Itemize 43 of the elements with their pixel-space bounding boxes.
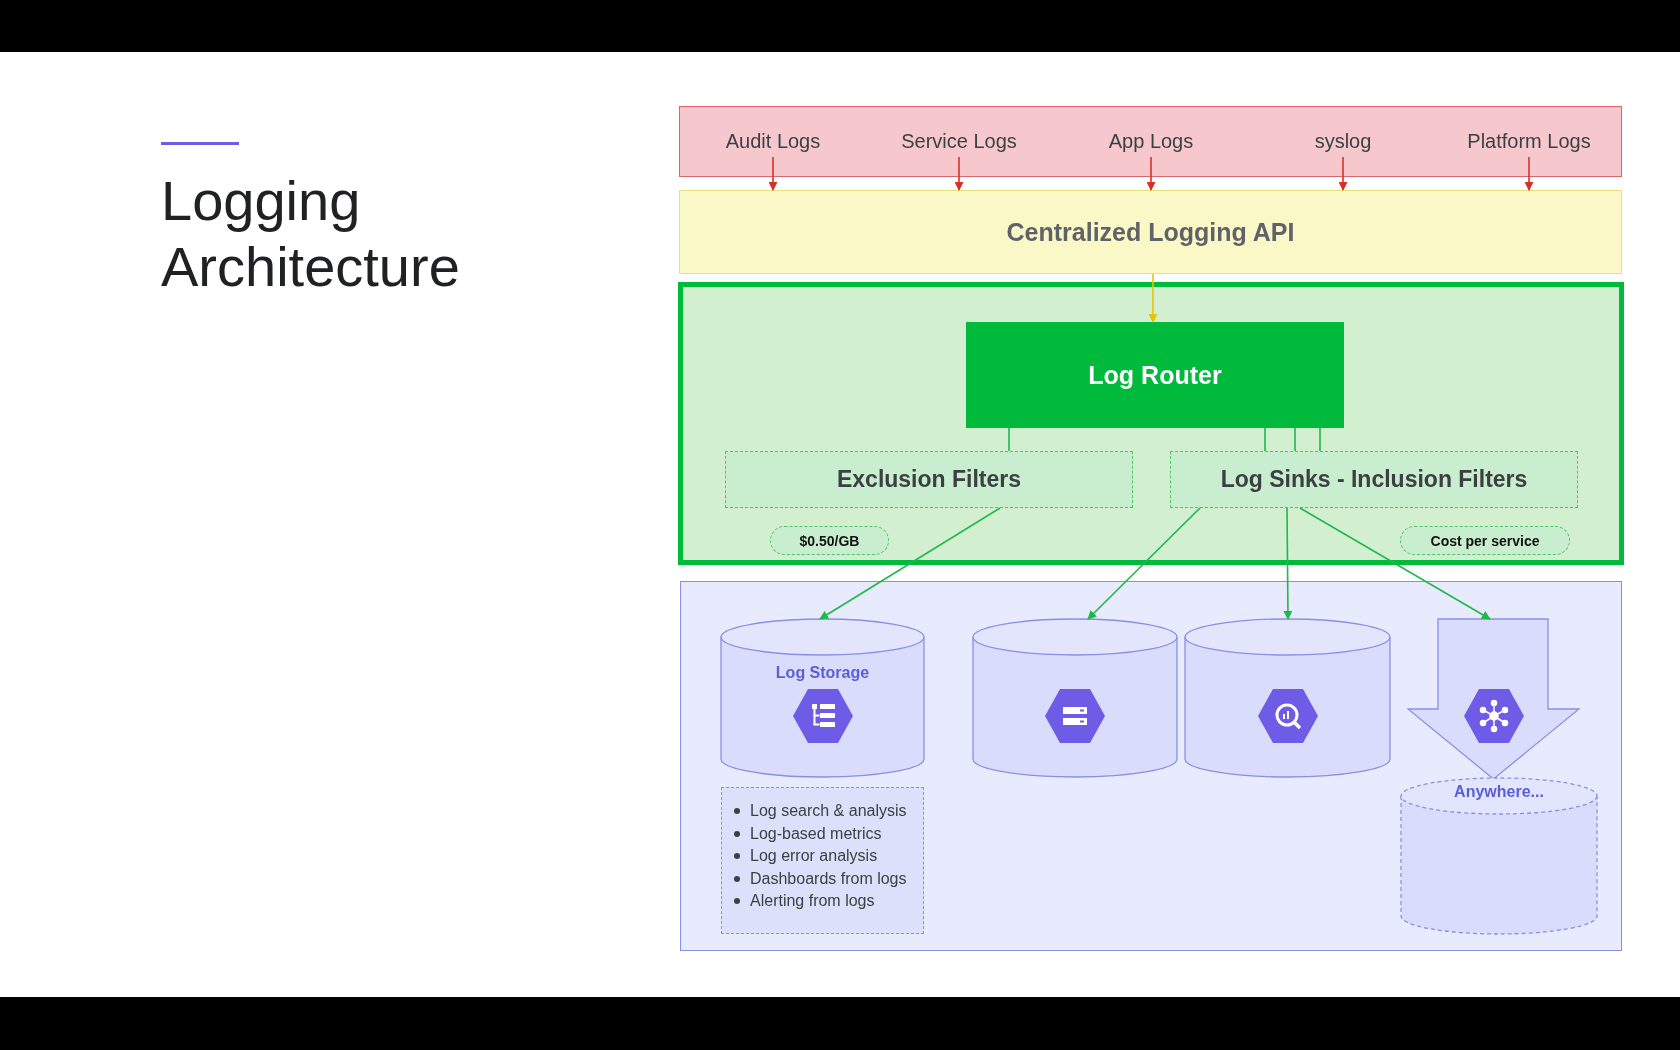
- source-label: syslog: [1258, 125, 1428, 157]
- source-label: Service Logs: [874, 125, 1044, 157]
- cost-label: $0.50/GB: [799, 532, 860, 549]
- filter-box: [725, 451, 1133, 508]
- arrow: [768, 156, 778, 191]
- cost-pill: [770, 526, 889, 555]
- connector-line: [1294, 427, 1296, 452]
- router-label: Log Router: [1088, 360, 1222, 390]
- source-band: [679, 106, 1622, 177]
- filter-label: Exclusion Filters: [836, 466, 1022, 493]
- arrow: [1299, 507, 1491, 620]
- list-item: Log-based metrics: [732, 822, 917, 845]
- destination-panel: [680, 581, 1622, 951]
- storage-label: Log Storage: [775, 664, 870, 682]
- arrow: [1283, 507, 1293, 620]
- connector-line: [1264, 427, 1266, 452]
- list-item: Alerting from logs: [732, 890, 917, 913]
- connector-line: [1319, 427, 1321, 452]
- router-box: [966, 322, 1344, 428]
- slide-title: Logging Architecture: [161, 168, 461, 300]
- arrow: [1524, 156, 1534, 191]
- source-label: Audit Logs: [688, 125, 858, 157]
- cost-label: Cost per service: [1430, 532, 1540, 549]
- api-box: [679, 190, 1622, 274]
- arrow: [954, 156, 964, 191]
- cost-pill: [1400, 526, 1570, 555]
- list-item: Log search & analysis: [732, 800, 917, 823]
- source-label: Platform Logs: [1444, 125, 1614, 157]
- list-item: Dashboards from logs: [732, 867, 917, 890]
- routing-zone: [678, 282, 1624, 565]
- storage-label: Anywhere...: [1454, 783, 1544, 801]
- arrow: [1146, 156, 1156, 191]
- arrow: [1087, 507, 1201, 620]
- arrow: [1148, 273, 1158, 323]
- filter-label: Log Sinks - Inclusion Filters: [1220, 466, 1528, 493]
- connector-line: [1008, 427, 1010, 452]
- arrow: [1338, 156, 1348, 191]
- arrow: [819, 507, 1001, 620]
- notes-box: [721, 787, 924, 934]
- source-label: App Logs: [1066, 125, 1236, 157]
- api-label: Centralized Logging API: [1006, 217, 1295, 247]
- filter-box: [1170, 451, 1578, 508]
- list-item: Log error analysis: [732, 845, 917, 868]
